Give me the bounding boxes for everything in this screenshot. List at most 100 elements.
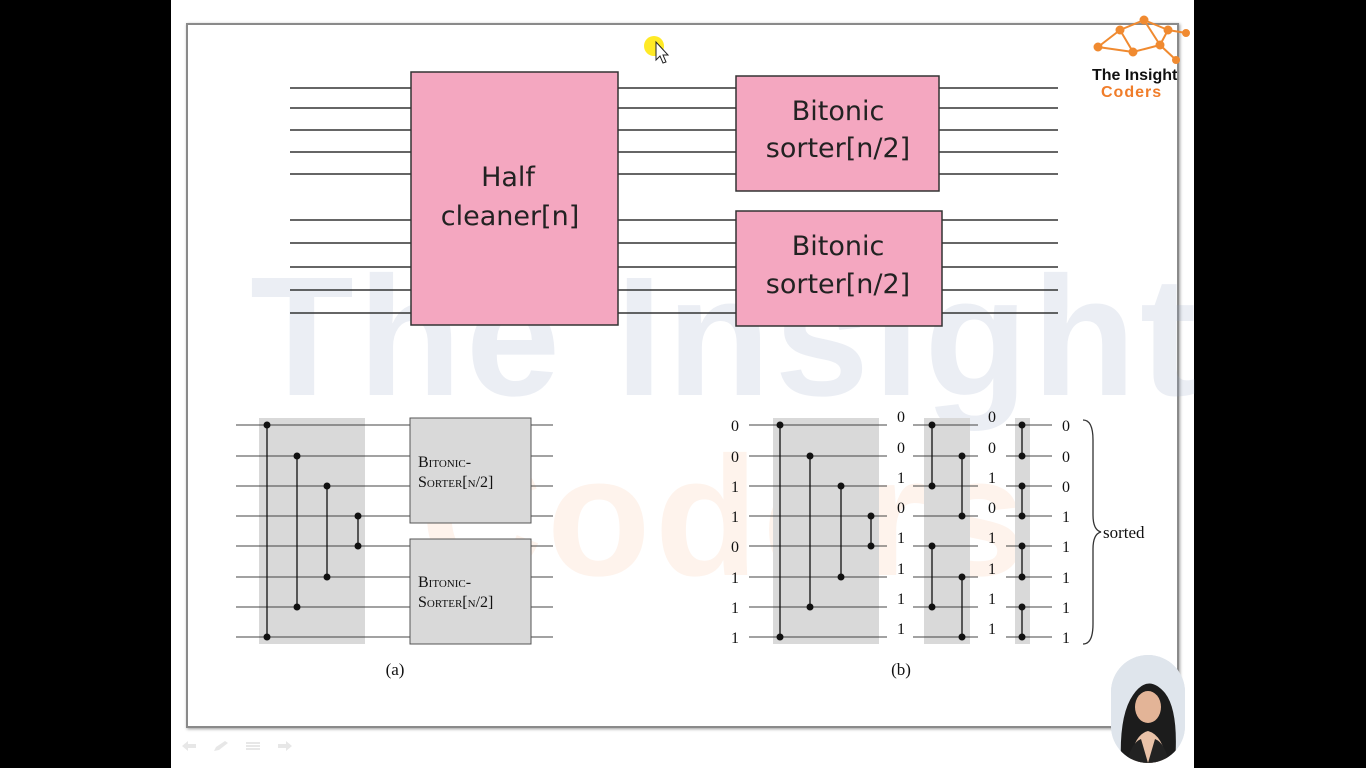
forward-icon[interactable] — [276, 740, 294, 752]
b-value-after_stage1-0: 0 — [897, 409, 905, 426]
b-value-inputs-4: 0 — [731, 539, 739, 556]
b-value-after_stage2-0: 0 — [988, 409, 996, 426]
watermark-line1: The Insight — [250, 242, 1201, 432]
a-comparator-dot-3-top — [354, 512, 362, 520]
presenter-avatar — [1111, 655, 1185, 763]
bitonic-upper-label-2: sorter[n/2] — [766, 133, 910, 164]
a-comparator-dot-3-bottom — [354, 542, 362, 550]
top-wires — [290, 87, 1058, 314]
b-comparator-dot-10-top — [1018, 542, 1026, 550]
b-comparator-dot-4-top — [928, 421, 936, 429]
bitonic-upper-label-1: Bitonic — [792, 96, 885, 127]
b-comparator-dot-2-bottom — [837, 573, 845, 581]
b-value-after_stage1-5: 1 — [897, 561, 905, 578]
a-comparator-dot-0-top — [263, 421, 271, 429]
bitonic-lower-label-1: Bitonic — [792, 231, 885, 262]
b-comparator-dot-6-top — [928, 542, 936, 550]
b-comparator-dot-9-bottom — [1018, 512, 1026, 520]
slide-controls — [180, 740, 294, 752]
b-comparator-dot-9-top — [1018, 482, 1026, 490]
half-cleaner-label-1: Half — [481, 162, 536, 193]
a-upper-label-1: Bitonic- — [418, 454, 471, 471]
b-comparator-dot-5-top — [958, 452, 966, 460]
b-value-outputs-5: 1 — [1062, 570, 1070, 587]
b-comparator-dot-8-bottom — [1018, 452, 1026, 460]
menu-icon[interactable] — [244, 740, 262, 752]
b-comparator-dot-4-bottom — [928, 482, 936, 490]
b-value-after_stage2-4: 1 — [988, 530, 996, 547]
b-value-inputs-1: 0 — [731, 449, 739, 466]
a-half-cleaner-shade — [259, 418, 365, 644]
b-comparator-dot-11-top — [1018, 603, 1026, 611]
b-value-inputs-6: 1 — [731, 600, 739, 617]
b-value-inputs-5: 1 — [731, 570, 739, 587]
b-value-after_stage2-3: 0 — [988, 500, 996, 517]
logo-name: The Insight — [1092, 67, 1178, 84]
bitonic-lower-label-2: sorter[n/2] — [766, 269, 910, 300]
a-comparators — [263, 421, 362, 641]
b-comparator-dot-3-bottom — [867, 542, 875, 550]
a-comparator-dot-0-bottom — [263, 633, 271, 641]
b-comparator-dot-8-top — [1018, 421, 1026, 429]
b-value-after_stage1-2: 1 — [897, 470, 905, 487]
a-bitonic-sorter-lower — [409, 538, 532, 645]
b-comparator-dot-3-top — [867, 512, 875, 520]
b-comparator-dot-6-bottom — [928, 603, 936, 611]
b-comparators — [776, 421, 1026, 641]
b-value-inputs-0: 0 — [731, 418, 739, 435]
b-value-after_stage2-7: 1 — [988, 621, 996, 638]
bitonic-sorter-upper-box — [735, 75, 940, 192]
a-bitonic-sorter-upper — [409, 417, 532, 524]
b-value-after_stage1-6: 1 — [897, 591, 905, 608]
b-comparator-dot-7-bottom — [958, 633, 966, 641]
b-value-after_stage2-2: 1 — [988, 470, 996, 487]
half-cleaner-box — [410, 71, 619, 326]
b-value-outputs-1: 0 — [1062, 449, 1070, 466]
b-value-after_stage1-7: 1 — [897, 621, 905, 638]
b-value-outputs-3: 1 — [1062, 509, 1070, 526]
b-comparator-dot-0-top — [776, 421, 784, 429]
a-comparator-dot-2-bottom — [323, 573, 331, 581]
b-value-outputs-6: 1 — [1062, 600, 1070, 617]
b-value-after_stage1-3: 0 — [897, 500, 905, 517]
b-comparator-dot-1-bottom — [806, 603, 814, 611]
caption-a: (a) — [386, 660, 405, 679]
presenter-photo-icon — [1111, 655, 1185, 763]
b-comparator-dot-5-bottom — [958, 512, 966, 520]
b-value-inputs-3: 1 — [731, 509, 739, 526]
b-stage3-shade — [1015, 418, 1030, 644]
b-comparator-dot-1-top — [806, 452, 814, 460]
bitonic-sorter-lower-box — [735, 210, 943, 327]
a-comparator-dot-2-top — [323, 482, 331, 490]
mouse-pointer-icon — [655, 40, 670, 64]
sorted-label: sorted — [1103, 523, 1145, 542]
b-comparator-dot-10-bottom — [1018, 573, 1026, 581]
b-value-outputs-0: 0 — [1062, 418, 1070, 435]
b-value-after_stage2-6: 1 — [988, 591, 996, 608]
b-wires — [749, 424, 1052, 638]
b-value-outputs-2: 0 — [1062, 479, 1070, 496]
logo-sub: Coders — [1101, 84, 1163, 101]
a-comparator-dot-1-bottom — [293, 603, 301, 611]
a-upper-label-2: Sorter[n/2] — [418, 474, 493, 491]
back-icon[interactable] — [180, 740, 198, 752]
b-comparator-dot-7-top — [958, 573, 966, 581]
b-stage1-shade — [773, 418, 879, 644]
b-value-inputs-2: 1 — [731, 479, 739, 496]
b-value-outputs-4: 1 — [1062, 539, 1070, 556]
b-value-outputs-7: 1 — [1062, 630, 1070, 647]
a-lower-label-1: Bitonic- — [418, 574, 471, 591]
half-cleaner-label-2: cleaner[n] — [441, 201, 580, 232]
a-comparator-dot-1-top — [293, 452, 301, 460]
b-comparator-dot-11-bottom — [1018, 633, 1026, 641]
b-comparator-dot-0-bottom — [776, 633, 784, 641]
b-value-after_stage2-5: 1 — [988, 561, 996, 578]
sorted-brace — [1082, 419, 1102, 645]
pen-icon[interactable] — [212, 740, 230, 752]
b-value-after_stage1-1: 0 — [897, 440, 905, 457]
b-value-after_stage1-4: 1 — [897, 530, 905, 547]
b-value-inputs-7: 1 — [731, 630, 739, 647]
a-lower-label-2: Sorter[n/2] — [418, 594, 493, 611]
